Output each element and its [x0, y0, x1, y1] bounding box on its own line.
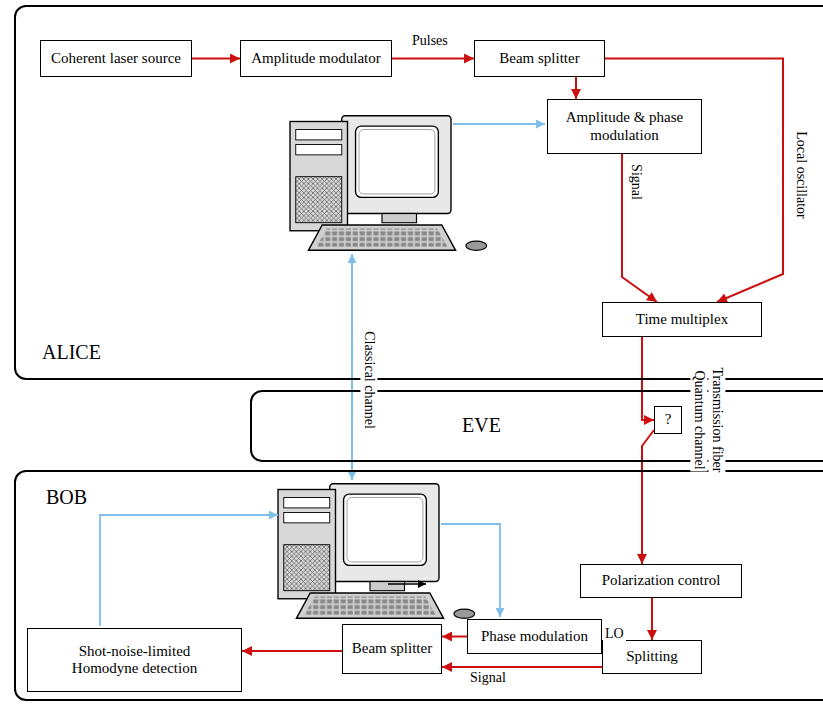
process-box: Beam splitter [342, 624, 442, 674]
process-box: Shot-noise-limited Homodyne detection [27, 628, 242, 692]
process-box: Coherent laser source [40, 40, 192, 77]
edge-label: Local oscillator [793, 129, 810, 220]
optical-path [242, 650, 342, 652]
channel-label: Quantum channel [691, 368, 708, 471]
party-name: ALICE [42, 341, 101, 364]
optical-path [392, 58, 474, 60]
party-region: EVE? [250, 390, 823, 462]
process-box: Polarization control [580, 564, 742, 598]
box-label: Splitting [626, 648, 678, 665]
control-line [453, 123, 545, 125]
optical-path [651, 598, 653, 640]
classical-channel-line [351, 254, 353, 480]
box-label: Amplitude modulator [251, 50, 381, 67]
optical-path [575, 77, 577, 99]
channel-label: Transmission fiber [709, 366, 726, 475]
edge-label: Pulses [410, 33, 450, 50]
box-label: Polarization control [602, 572, 721, 589]
channel-label: Classical channel [361, 329, 378, 431]
party-name: EVE [462, 414, 501, 437]
process-box: ? [654, 406, 682, 434]
optical-path [442, 636, 467, 638]
process-box: Amplitude modulator [240, 40, 392, 77]
process-box: Time multiplex [602, 302, 762, 337]
process-box: Beam splitter [474, 40, 605, 77]
computer-icon [278, 484, 475, 619]
box-label: Shot-noise-limited Homodyne detection [68, 643, 201, 678]
box-label: Phase modulation [481, 628, 588, 645]
optical-path [605, 59, 783, 303]
small-arrow [388, 583, 426, 584]
edge-label: Signal [468, 670, 508, 687]
process-box: Phase modulation [467, 619, 602, 654]
box-label: Beam splitter [499, 50, 579, 67]
computer-icon [290, 116, 487, 251]
process-box: Amplitude & phase modulation [547, 99, 702, 154]
party-region: ALICE Coherent laser source Amplitude modu… [14, 5, 823, 380]
edge-label: Signal [628, 162, 645, 202]
optical-path [642, 430, 654, 564]
box-label: Time multiplex [636, 311, 728, 328]
optical-path [622, 154, 657, 302]
party-region: BOB Polarization controlSplitting Phase mo… [14, 470, 823, 701]
box-label: Amplitude & phase modulation [554, 109, 695, 144]
optical-path [442, 666, 602, 668]
optical-path [192, 58, 240, 60]
edge-label: LO [603, 626, 626, 643]
box-label: ? [665, 411, 672, 428]
data-line [100, 515, 278, 626]
box-label: Coherent laser source [51, 50, 181, 67]
party-name: BOB [46, 486, 87, 509]
process-box: Splitting [602, 640, 702, 674]
box-label: Beam splitter [352, 640, 432, 657]
control-line [441, 524, 500, 617]
